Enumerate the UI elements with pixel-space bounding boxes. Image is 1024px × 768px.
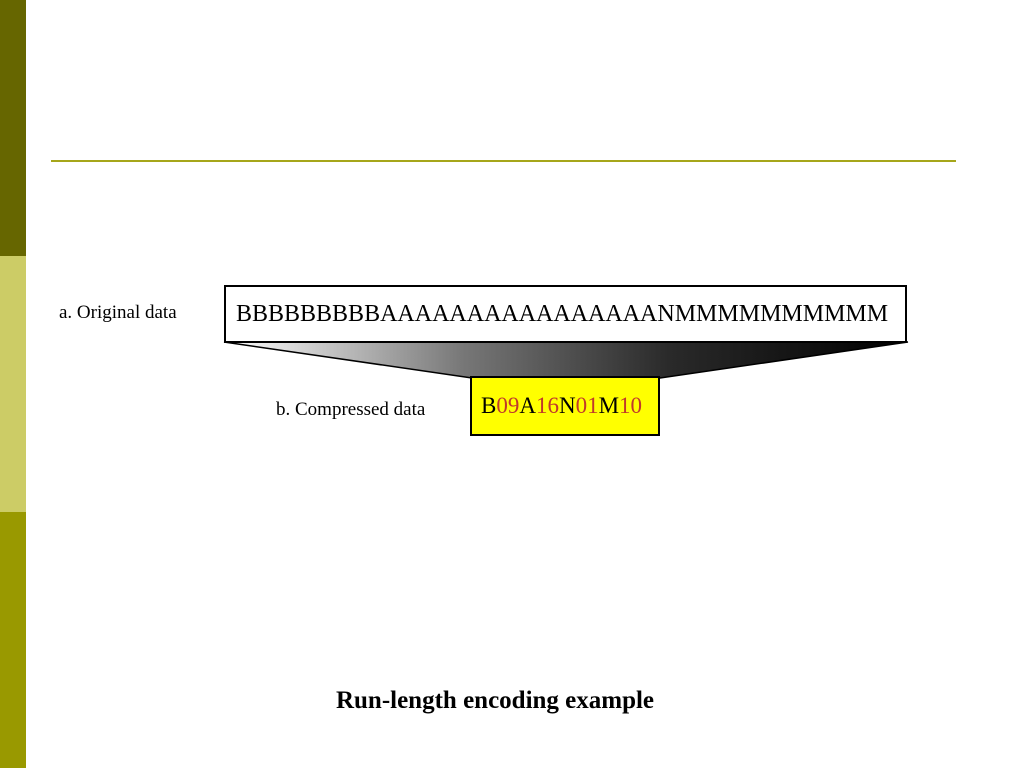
accent-bar-top bbox=[0, 0, 26, 256]
segment-symbol-m: M bbox=[598, 393, 620, 418]
title-divider-line bbox=[51, 160, 956, 162]
segment-count-a: 16 bbox=[535, 393, 559, 418]
compressed-data-box: B09A16N01M10 bbox=[470, 376, 660, 436]
segment-count-n: 01 bbox=[575, 393, 599, 418]
segment-symbol-a: A bbox=[519, 393, 536, 418]
accent-bar-bottom bbox=[0, 512, 26, 768]
original-data-label: a. Original data bbox=[59, 302, 177, 323]
segment-symbol-n: N bbox=[558, 393, 576, 418]
compression-funnel bbox=[223, 341, 909, 379]
slide-caption: Run-length encoding example bbox=[335, 687, 655, 714]
accent-bar-middle bbox=[0, 256, 26, 512]
original-data-value: BBBBBBBBBAAAAAAAAAAAAAAAANMMMMMMMMMM bbox=[236, 301, 889, 327]
segment-count-m: 10 bbox=[619, 393, 643, 418]
compressed-data-label: b. Compressed data bbox=[276, 399, 426, 420]
segment-symbol-b: B bbox=[481, 393, 497, 418]
original-data-box: BBBBBBBBBAAAAAAAAAAAAAAAANMMMMMMMMMM bbox=[224, 285, 907, 343]
segment-count-b: 09 bbox=[496, 393, 520, 418]
